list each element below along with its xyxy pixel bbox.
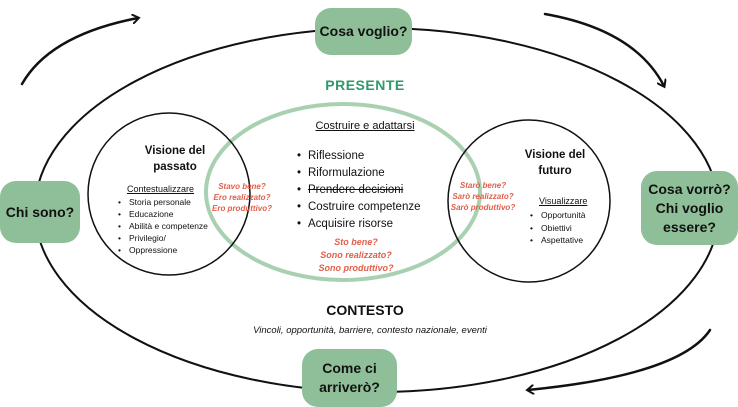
future-title-line: Visione del xyxy=(524,149,586,161)
past-circle xyxy=(87,112,251,276)
future-questions: Starò bene? Sarò realizzato? Sarò produt… xyxy=(438,180,528,213)
past-question: Stavo bene? xyxy=(218,182,266,191)
past-item: Privilegio/ xyxy=(118,232,208,244)
present-item: Acquisire risorse xyxy=(297,216,421,233)
present-subtitle: Costruire e adattarsi xyxy=(315,120,415,132)
curved-arrow-icon xyxy=(528,328,712,390)
future-item: Obiettivi xyxy=(530,222,585,235)
future-title: Visione del futuro xyxy=(505,147,605,179)
present-item: Costruire competenze xyxy=(297,199,421,216)
present-item: Prendere decisioni xyxy=(297,182,421,199)
present-item: Riformulazione xyxy=(297,165,421,182)
present-ellipse xyxy=(204,102,482,282)
future-item: Aspettative xyxy=(530,234,585,247)
node-top-label: Cosa voglio? xyxy=(319,23,408,39)
past-item: Oppressione xyxy=(118,244,208,256)
future-title-line: futuro xyxy=(538,165,572,177)
context-title: CONTESTO xyxy=(326,302,404,318)
past-questions: Stavo bene? Ero realizzato? Ero produtti… xyxy=(203,181,281,214)
present-questions: Sto bene? Sono realizzato? Sono produtti… xyxy=(300,236,412,275)
past-question: Ero produttivo? xyxy=(212,204,272,213)
curved-arrow-icon xyxy=(543,12,664,86)
node-right: Cosa vorrò? Chi voglio essere? xyxy=(641,171,738,245)
future-subtitle: Visualizzare xyxy=(539,196,588,206)
future-item: Opportunità xyxy=(530,209,585,222)
node-bottom: Come ci arriverò? xyxy=(302,349,397,407)
present-question: Sono realizzato? xyxy=(320,250,392,260)
past-question: Ero realizzato? xyxy=(213,193,271,202)
node-left-label: Chi sono? xyxy=(5,203,75,220)
past-subtitle: Contestualizzare xyxy=(127,184,195,194)
past-item: Abilità e competenze xyxy=(118,220,208,232)
present-title: PRESENTE xyxy=(325,77,405,93)
node-left: Chi sono? xyxy=(0,181,80,243)
future-question: Sarò realizzato? xyxy=(452,192,514,201)
future-circle xyxy=(447,119,611,283)
past-list: Storia personale Educazione Abilità e co… xyxy=(118,196,208,256)
context-caption: Vincoli, opportunità, barriere, contesto… xyxy=(253,325,487,336)
node-top: Cosa voglio? xyxy=(315,8,412,55)
present-question: Sto bene? xyxy=(334,237,378,247)
past-item: Storia personale xyxy=(118,196,208,208)
node-right-label-2: Chi voglio xyxy=(655,199,724,216)
past-item: Educazione xyxy=(118,208,208,220)
past-title-line: Visione del xyxy=(144,145,206,157)
node-bottom-label-2: arriverò? xyxy=(319,379,380,395)
node-bottom-label-1: Come ci xyxy=(322,360,377,376)
present-item: Riflessione xyxy=(297,148,421,165)
curved-arrow-icon xyxy=(20,18,138,86)
node-right-label-3: essere? xyxy=(663,218,716,235)
future-question: Starò bene? xyxy=(459,181,507,190)
present-question: Sono produttivo? xyxy=(318,263,394,273)
past-title: Visione del passato xyxy=(120,143,230,175)
past-title-line: passato xyxy=(153,161,197,173)
future-question: Sarò produttivo? xyxy=(450,203,516,212)
present-list: Riflessione Riformulazione Prendere deci… xyxy=(297,148,421,233)
node-right-label-1: Cosa vorrò? xyxy=(648,180,731,197)
future-list: Opportunità Obiettivi Aspettative xyxy=(530,209,585,247)
